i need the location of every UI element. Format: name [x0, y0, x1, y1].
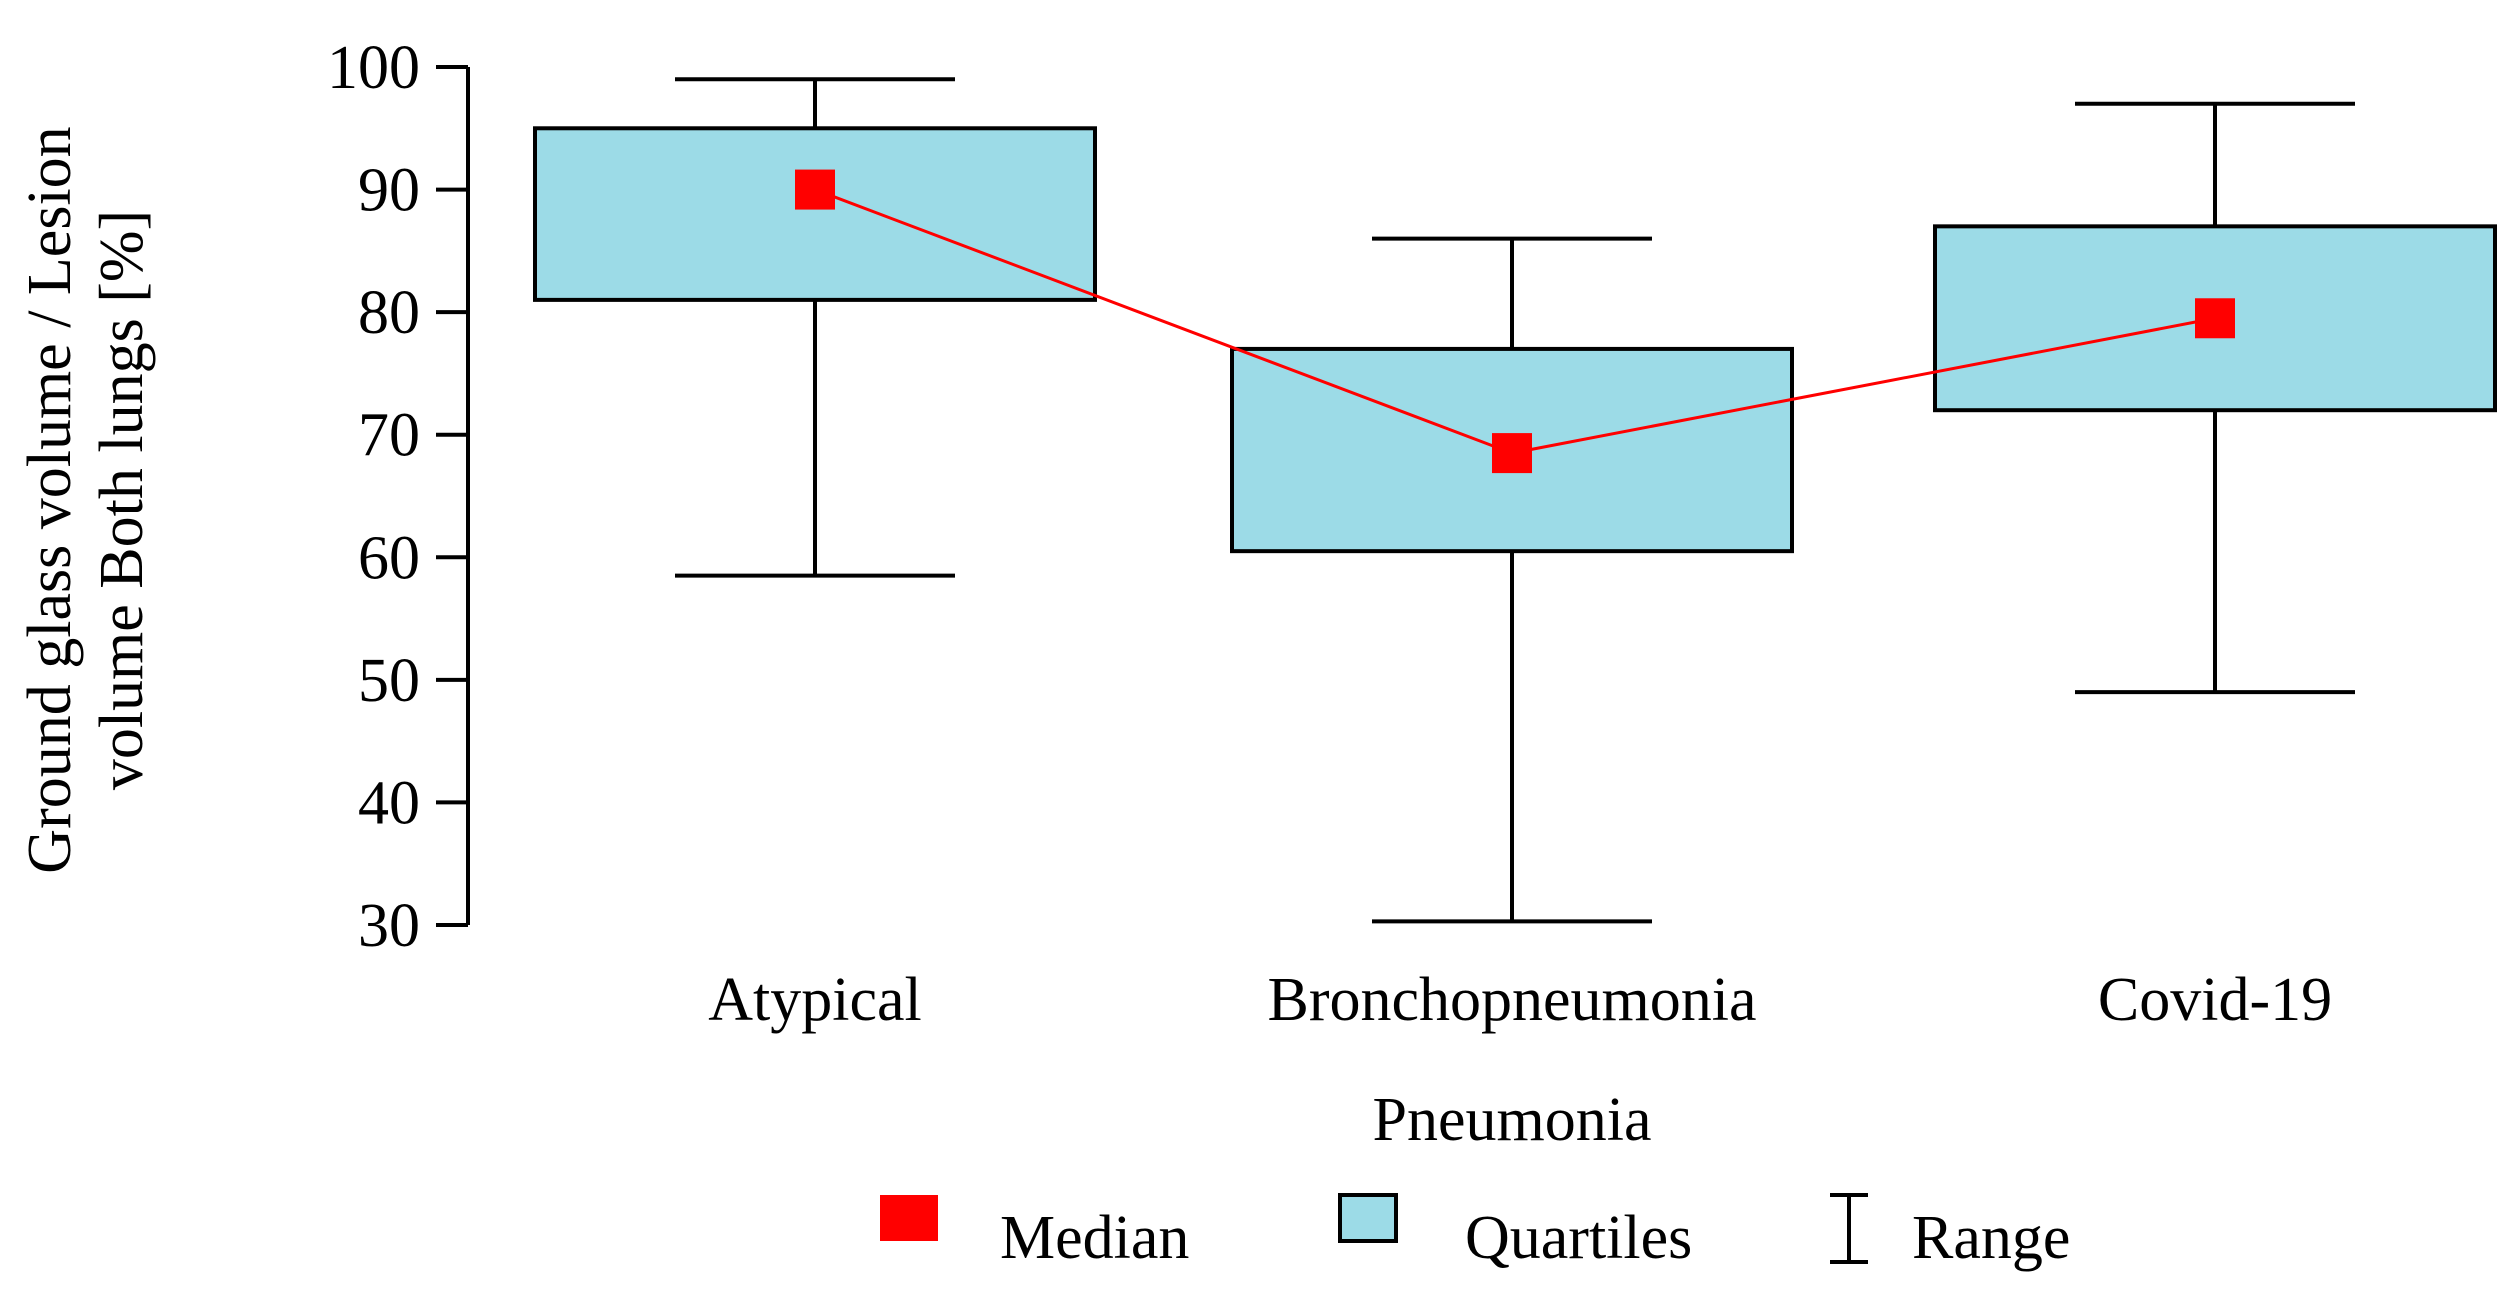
y-tick-label: 90: [358, 157, 420, 225]
median-marker: [795, 169, 835, 210]
box-0: [533, 77, 1097, 578]
y-axis-title-line-1: Ground glass volume / Lesion: [16, 126, 84, 873]
y-tick-label: 60: [358, 524, 420, 592]
y-tick-label: 50: [358, 647, 420, 715]
box-1: [1230, 236, 1794, 924]
y-tick-label: 100: [327, 34, 420, 102]
median-marker: [2195, 298, 2235, 339]
y-tick-label: 70: [358, 402, 420, 470]
legend-item-median: Median: [880, 1195, 1189, 1272]
legend-quartiles-label: Quartiles: [1465, 1204, 1692, 1272]
legend-median-swatch: [880, 1195, 938, 1241]
y-tick-label: 30: [358, 892, 420, 960]
y-axis-title: Ground glass volume / Lesion volume Both…: [16, 126, 156, 873]
legend-quartiles-swatch: [1338, 1193, 1398, 1243]
y-tick-label: 40: [358, 769, 420, 837]
median-marker: [1492, 433, 1532, 474]
medians: [795, 169, 2235, 474]
legend-item-quartiles: Quartiles: [1338, 1193, 1692, 1272]
legend: Median Quartiles Range: [880, 1193, 2070, 1272]
x-axis-title: Pneumonia: [1373, 1086, 1652, 1154]
legend-item-range: Range: [1830, 1193, 2070, 1272]
y-axis-title-line-2: volume Both lungs [%]: [88, 210, 156, 790]
box-2: [1933, 101, 2497, 695]
x-tick-label: Bronchopneumonia: [1267, 966, 1756, 1034]
y-tick-label: 80: [358, 279, 420, 347]
x-tick-label: Atypical: [708, 966, 922, 1034]
quartile-box: [533, 126, 1097, 302]
legend-median-label: Median: [1000, 1204, 1189, 1272]
legend-range-label: Range: [1912, 1204, 2070, 1272]
x-tick-label: Covid-19: [2098, 966, 2332, 1034]
